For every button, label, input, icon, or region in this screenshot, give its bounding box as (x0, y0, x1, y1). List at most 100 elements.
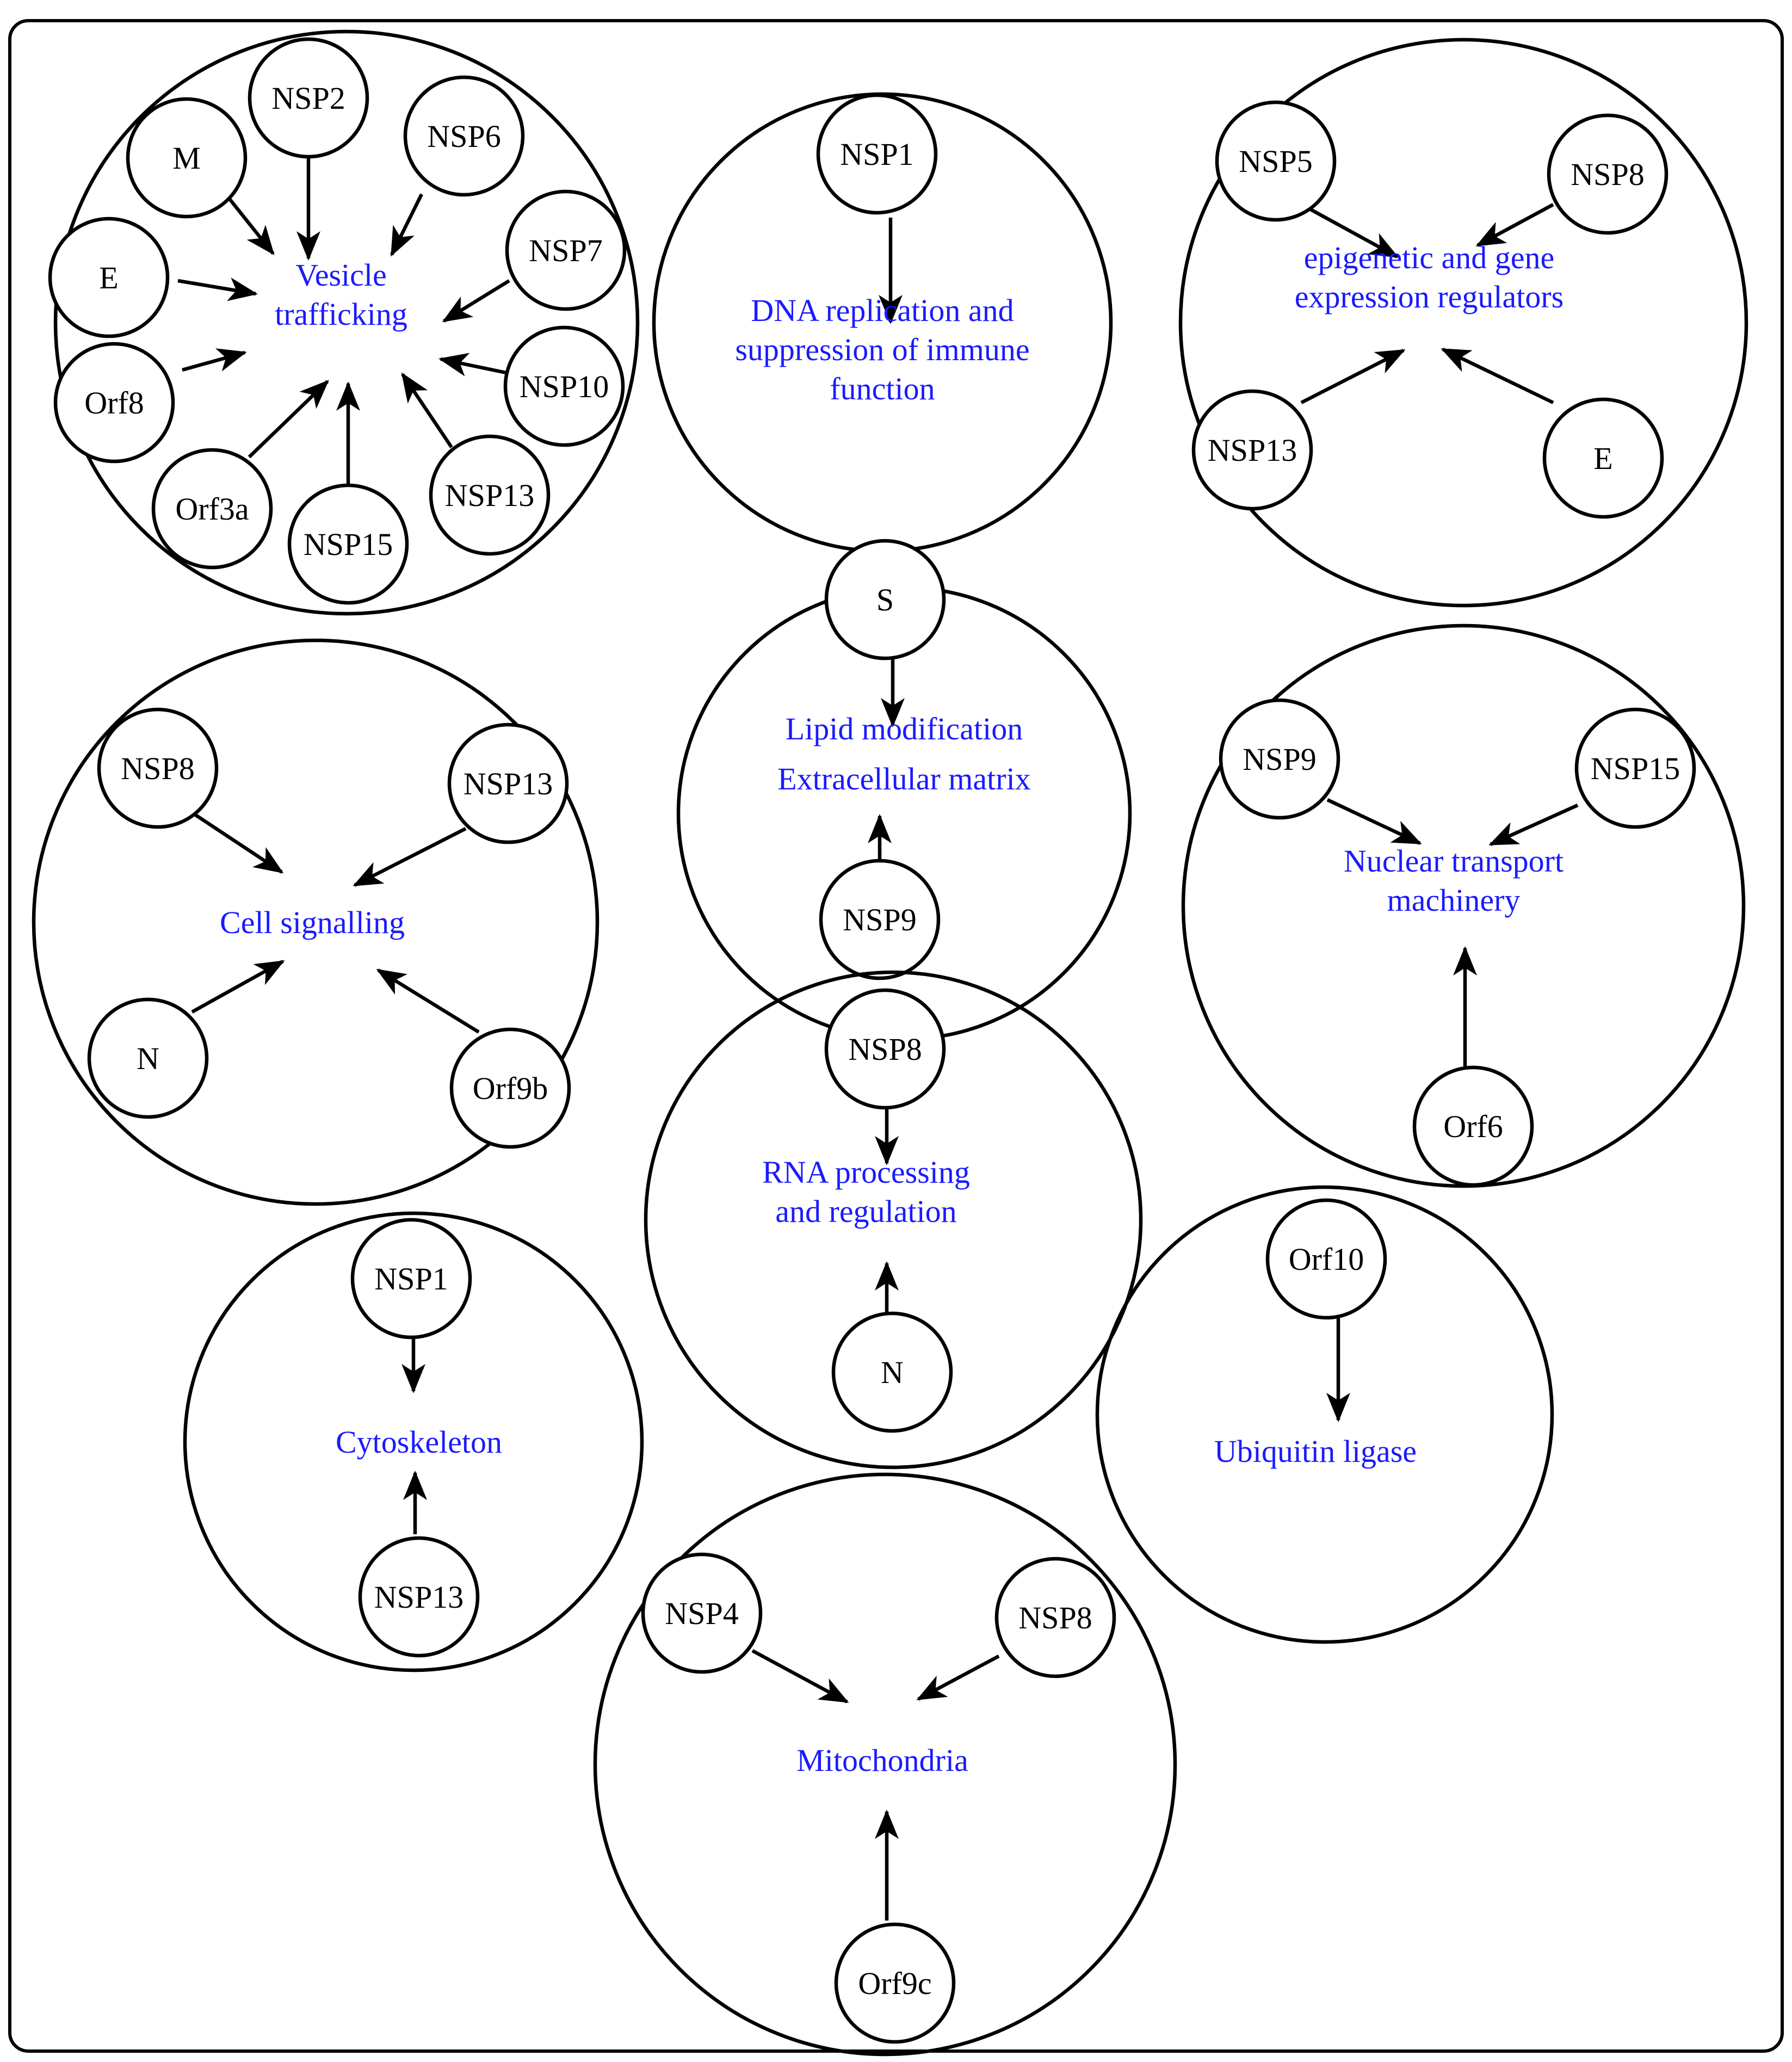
protein-node-circle (831, 1311, 953, 1433)
protein-node: NSP6 (403, 75, 525, 197)
interaction-arrow (442, 279, 510, 323)
function-label: expression regulators (1295, 279, 1564, 314)
function-label: function (830, 371, 935, 406)
protein-node: Orf8 (53, 342, 175, 464)
protein-node-label: NSP8 (848, 1032, 922, 1067)
protein-node-circle (505, 189, 627, 311)
function-label: Vesicle (295, 257, 387, 293)
protein-node-circle (994, 1557, 1116, 1678)
protein-node: NSP9 (819, 859, 941, 980)
protein-node-label: NSP4 (665, 1596, 738, 1631)
function-label: Extracellular matrix (777, 761, 1030, 797)
interaction-arrow (1441, 348, 1554, 404)
protein-node: NSP13 (1191, 389, 1313, 511)
interaction-arrow (194, 813, 284, 874)
protein-node-label: NSP13 (445, 478, 534, 513)
protein-node-label: NSP8 (1018, 1600, 1092, 1635)
group-circle-signalling (32, 638, 600, 1206)
protein-node-label: Orf3a (175, 491, 249, 527)
protein-node-circle (87, 997, 209, 1119)
protein-node: E (1542, 397, 1664, 519)
protein-node-label: NSP9 (1243, 742, 1316, 777)
protein-node: NSP15 (287, 483, 409, 605)
protein-node: M (126, 97, 248, 219)
protein-node-circle (641, 1552, 763, 1674)
interaction-arrow (191, 960, 285, 1014)
protein-node-circle (53, 342, 175, 464)
groups-layer: NSP2MNSP6NSP7ENSP10Orf8NSP13Orf3aNSP15Ve… (32, 29, 1748, 2057)
protein-node-label: NSP13 (374, 1579, 464, 1615)
protein-node-circle (1412, 1065, 1534, 1187)
protein-node-circle (503, 325, 625, 447)
interaction-arrow (1488, 804, 1579, 846)
protein-node-circle (1265, 1198, 1387, 1320)
protein-node-circle (1219, 698, 1340, 820)
protein-node: N (87, 997, 209, 1119)
protein-node-label: NSP6 (427, 119, 500, 154)
interaction-arrow (390, 193, 423, 257)
protein-node-label: NSP15 (304, 527, 393, 562)
protein-node-label: Orf9b (473, 1071, 548, 1106)
protein-node-label: NSP8 (121, 751, 194, 786)
protein-node-circle (403, 75, 525, 197)
protein-node-circle (97, 707, 219, 829)
function-label: and regulation (775, 1194, 956, 1229)
protein-node-circle (834, 1922, 956, 2044)
protein-node-circle (1574, 707, 1696, 829)
protein-node-label: NSP7 (529, 233, 602, 268)
function-label: machinery (1387, 882, 1521, 918)
protein-node-circle (429, 434, 551, 556)
protein-node: S (824, 539, 946, 660)
protein-node-label: Orf9c (858, 1966, 931, 2001)
interaction-arrow (438, 353, 506, 376)
protein-node-label: M (172, 140, 201, 176)
protein-node: E (48, 217, 170, 338)
protein-node-label: NSP1 (840, 137, 913, 172)
function-label: DNA replication and (751, 293, 1014, 328)
protein-node-circle (151, 448, 273, 570)
protein-node-label: Orf8 (84, 385, 144, 421)
protein-node-label: Orf10 (1289, 1242, 1364, 1277)
protein-node-circle (819, 859, 941, 980)
interaction-arrow (182, 348, 247, 372)
function-label: Nuclear transport (1344, 843, 1564, 879)
protein-node-circle (248, 37, 369, 159)
group-circle-epigenetic (1178, 38, 1748, 608)
function-label: Lipid modification (786, 711, 1023, 746)
protein-node: NSP15 (1574, 707, 1696, 829)
interaction-arrow (1305, 205, 1399, 258)
protein-node: Orf3a (151, 448, 273, 570)
function-label: epigenetic and gene (1304, 240, 1555, 275)
protein-node-label: NSP8 (1571, 157, 1644, 192)
protein-node: N (831, 1311, 953, 1433)
protein-node-label: NSP2 (271, 81, 345, 116)
function-label: Ubiquitin ligase (1214, 1434, 1417, 1469)
protein-node: NSP8 (1547, 113, 1669, 235)
interaction-arrow (751, 1649, 849, 1703)
protein-node: NSP13 (358, 1536, 480, 1658)
interaction-arrow (1300, 349, 1406, 404)
protein-node: Orf6 (1412, 1065, 1534, 1187)
protein-node-circle (816, 93, 938, 215)
protein-node-circle (126, 97, 248, 219)
protein-node-circle (48, 217, 170, 338)
interaction-arrow (916, 1654, 1000, 1701)
interaction-arrow (228, 198, 275, 256)
protein-node-label: NSP13 (464, 766, 553, 801)
interaction-arrow (401, 372, 453, 448)
protein-node: NSP9 (1219, 698, 1340, 820)
function-label: Mitochondria (796, 1743, 968, 1778)
group-circle-rna (644, 970, 1143, 1470)
protein-node: NSP7 (505, 189, 627, 311)
group-circle-cytoskeleton (183, 1211, 644, 1672)
protein-node-circle (447, 723, 569, 844)
function-label: Cytoskeleton (336, 1424, 502, 1460)
protein-node-label: NSP5 (1239, 144, 1312, 179)
protein-node-circle (824, 988, 946, 1110)
protein-node-circle (287, 483, 409, 605)
protein-node: NSP13 (429, 434, 551, 556)
